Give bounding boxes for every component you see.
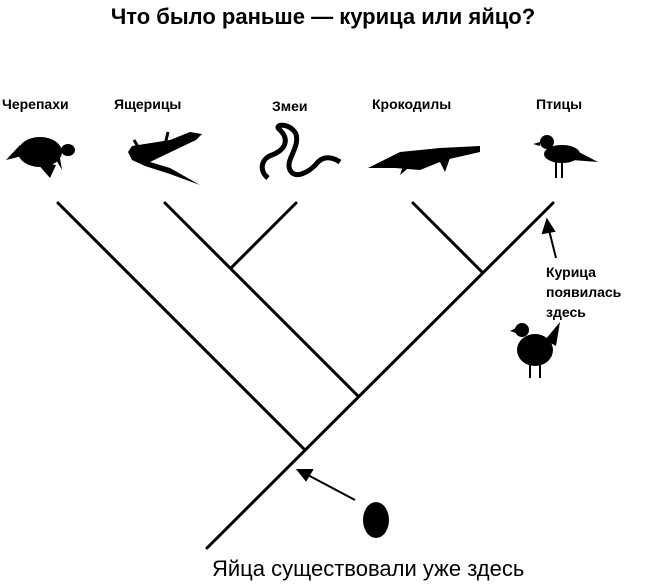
label-turtles: Черепахи <box>2 96 69 112</box>
chicken-icon <box>510 322 560 378</box>
turtle-branch <box>56 201 307 452</box>
bird-icon <box>533 135 598 178</box>
diagram-title: Что было раньше — курица или яйцо? <box>110 4 536 29</box>
chicken-arrow <box>541 217 557 259</box>
chicken-note-line: появилась <box>546 284 622 300</box>
chicken-note: Курица появилась здесь <box>546 262 621 322</box>
chicken-note-line: Курица <box>546 264 596 280</box>
egg-note: Яйца существовали уже здесь <box>212 556 525 581</box>
chicken-note-line: здесь <box>546 304 586 320</box>
label-birds: Птицы <box>536 96 583 112</box>
egg-icon <box>363 502 389 538</box>
lizard-branch <box>163 201 360 398</box>
label-snakes: Змеи <box>272 98 308 114</box>
turtle-icon <box>6 137 75 178</box>
lizard-icon <box>128 131 202 185</box>
egg-arrow <box>295 469 356 501</box>
trunk-branch <box>205 201 555 550</box>
snake-icon <box>259 122 342 180</box>
label-lizards: Ящерицы <box>114 96 182 112</box>
crocodile-icon <box>368 146 480 175</box>
snake-branch <box>229 201 298 270</box>
crocodile-branch <box>411 201 484 274</box>
label-crocodiles: Крокодилы <box>372 96 452 112</box>
